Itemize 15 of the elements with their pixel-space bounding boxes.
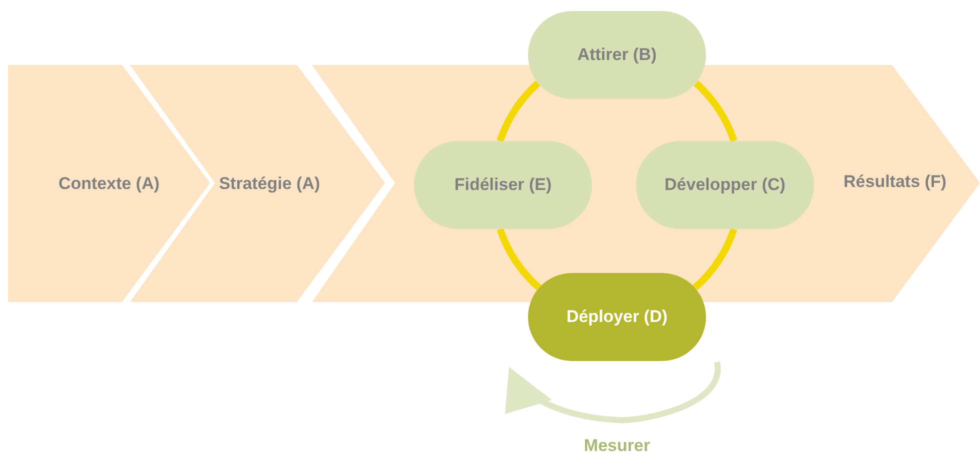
ring-segment [496,226,542,291]
chevron-step [8,65,210,302]
ring-segment [693,80,738,144]
ring-segment [692,226,738,291]
pill-box [528,11,706,99]
step-label: Déployer (D) [566,307,668,327]
ring-segment [496,80,541,144]
step-label: Fidéliser (E) [454,175,552,195]
pill-box [528,273,706,361]
chevron-step [130,65,385,302]
step-label: Stratégie (A) [218,174,320,194]
step-label: Résultats (F) [844,172,946,192]
step-label: Développer (C) [664,175,786,195]
step-label: Attirer (B) [577,45,657,65]
step-label: Contexte (A) [58,174,160,194]
